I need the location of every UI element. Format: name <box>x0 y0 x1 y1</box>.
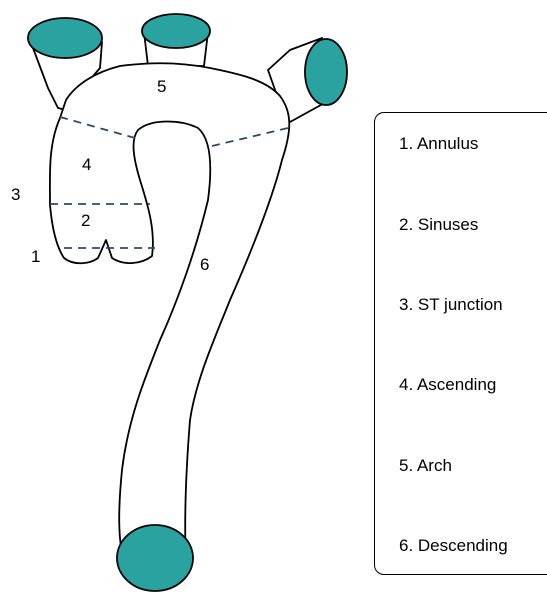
legend-item-sinuses: 2. Sinuses <box>399 215 478 235</box>
legend-item-ascending: 4. Ascending <box>399 375 496 395</box>
left-branch-cap <box>28 18 102 58</box>
legend-box: 1. Annulus 2. Sinuses 3. ST junction 4. … <box>374 112 547 575</box>
legend-item-arch: 5. Arch <box>399 456 452 476</box>
region-label-2: 2 <box>81 211 90 230</box>
right-branch-cap <box>305 39 347 105</box>
region-label-6: 6 <box>200 255 209 274</box>
region-label-5: 5 <box>157 77 166 96</box>
region-label-4: 4 <box>82 155 91 174</box>
legend-item-st-junction: 3. ST junction <box>399 295 503 315</box>
region-label-1: 1 <box>31 247 40 266</box>
middle-branch-cap <box>142 14 210 48</box>
legend-item-annulus: 1. Annulus <box>399 134 478 154</box>
aorta-outline <box>50 63 289 562</box>
legend-item-descending: 6. Descending <box>399 536 508 556</box>
region-label-3: 3 <box>11 185 20 204</box>
descending-aorta-cap <box>117 525 193 591</box>
